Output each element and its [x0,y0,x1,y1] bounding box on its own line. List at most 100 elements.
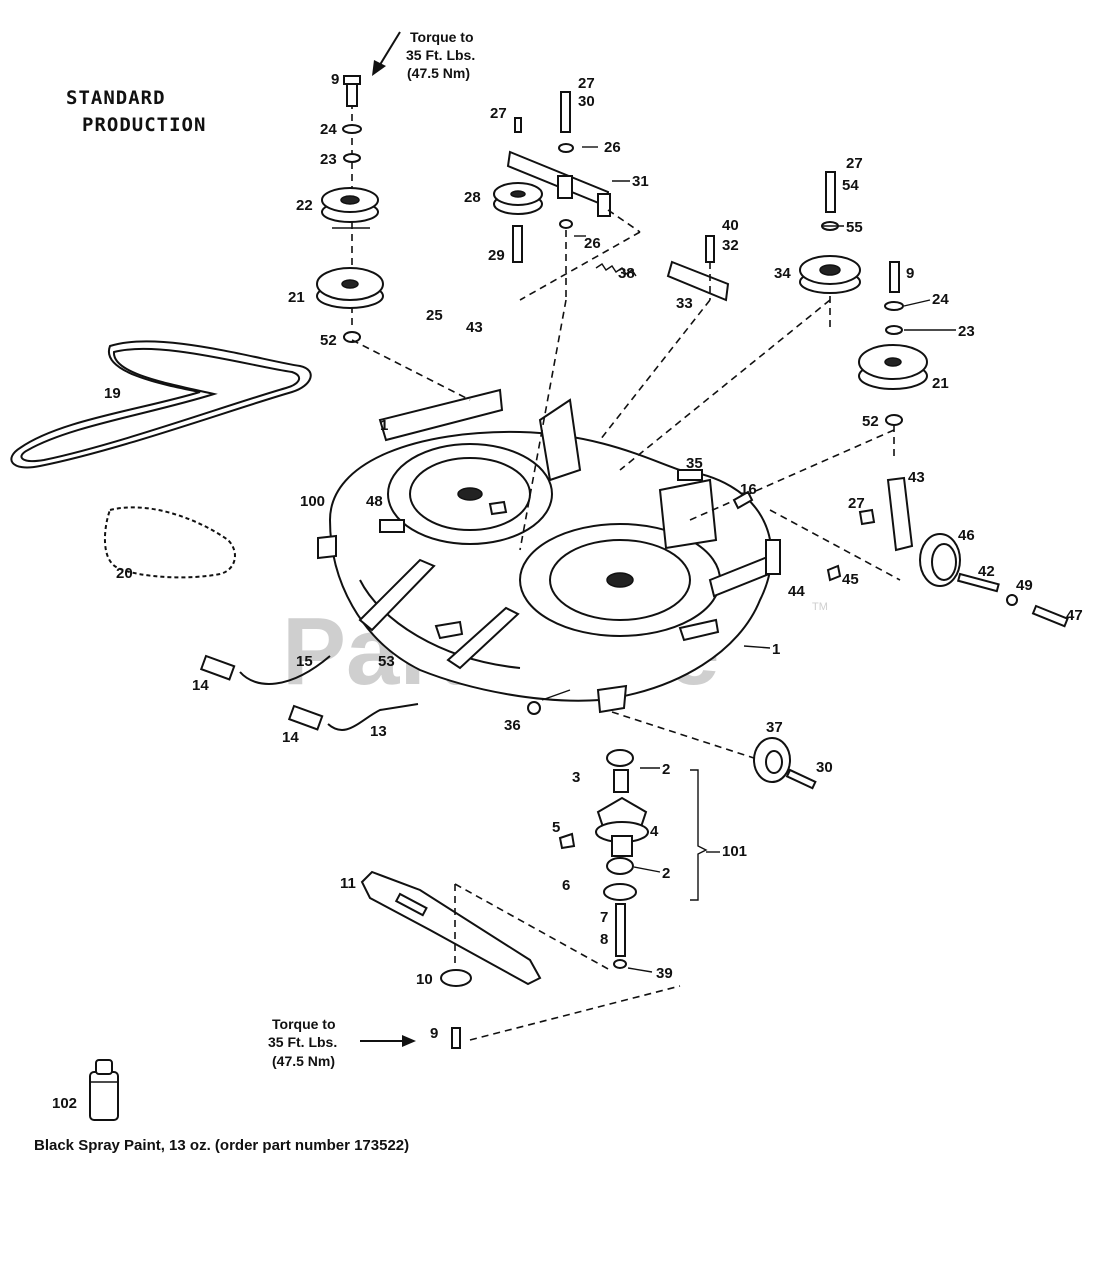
washer-24-right [884,301,904,311]
washer-23-right [885,325,903,335]
spring-38 [595,263,637,277]
bolt-30-arm [560,91,571,133]
callout-14-upper: 14 [192,677,209,694]
torque-top-line-3: (47.5 Nm) [407,65,470,81]
callout-33: 33 [676,295,693,312]
callout-46: 46 [958,527,975,544]
torque-bottom-line-2: 35 Ft. Lbs. [268,1034,337,1050]
watermark-trademark: TM [812,601,828,613]
bolt-47 [1031,604,1069,628]
callout-53: 53 [378,653,395,670]
torque-top-arrow [377,31,401,69]
callout-4: 4 [650,823,659,840]
deck-bracket-right [658,478,718,550]
callout-23-left: 23 [320,151,337,168]
spindle-assembly-101 [558,749,708,969]
callout-34: 34 [774,265,791,282]
callout-102: 102 [52,1095,77,1112]
callout-43-right: 43 [908,469,925,486]
callout-27-top: 27 [578,75,595,92]
callout-16: 16 [740,481,757,498]
callout-43-left: 43 [466,319,483,336]
callout-19: 19 [104,385,121,402]
callout-23-right: 23 [958,323,975,340]
bolt-27-54 [825,171,836,213]
callout-39: 39 [656,965,673,982]
bearing-2-upper [606,749,634,767]
lever-13 [327,703,419,731]
callout-36: 36 [504,717,521,734]
callout-21-left: 21 [288,289,305,306]
callouts: 9 24 23 22 21 52 27 27 30 26 28 31 26 29… [52,71,1083,1112]
callout-42: 42 [978,563,995,580]
callout-2-lower: 2 [662,865,670,882]
callout-1-right: 1 [772,641,780,658]
callout-11: 11 [340,875,356,892]
callout-100: 100 [300,493,325,510]
callout-35: 35 [686,455,703,472]
washer-10 [440,969,472,987]
washer-52-right [885,414,903,426]
bolt-42 [956,572,1000,593]
bolt-9-top-left [346,83,358,107]
spray-paint-caption: Black Spray Paint, 13 oz. (order part nu… [34,1137,409,1154]
grip-14-lower [287,704,324,731]
belt-20 [103,506,236,579]
bolt-29 [512,225,523,263]
idler-arm-assembly [493,91,641,300]
bolt-30-roller [785,768,817,790]
callout-27-right: 27 [846,155,863,172]
washer-52-left [343,331,361,343]
anti-scalp-roller [527,701,817,790]
callout-44: 44 [788,583,805,600]
callout-20: 20 [116,565,133,582]
torque-top-arrowhead [372,60,386,76]
washer-39 [613,959,627,969]
callout-5: 5 [552,819,560,836]
callout-38: 38 [618,265,635,282]
callout-32: 32 [722,237,739,254]
bracket-33-assembly [666,235,730,302]
torque-bottom-line-3: (47.5 Nm) [272,1053,335,1069]
callout-1-left: 1 [380,417,388,434]
callout-52-right: 52 [862,413,879,430]
header-line-2: PRODUCTION [82,114,206,136]
shaft-7-8 [615,903,626,957]
torque-bottom-line-1: Torque to [272,1016,336,1032]
callout-49: 49 [1016,577,1033,594]
callout-9-top: 9 [331,71,339,88]
callout-21-right: 21 [932,375,949,392]
callout-52-left: 52 [320,332,337,349]
callout-30-roller: 30 [816,759,833,776]
callout-29: 29 [488,247,505,264]
callout-3: 3 [572,769,580,786]
pulley-6 [603,883,637,901]
spray-paint-can-102 [89,1059,119,1121]
lever-15 [239,655,331,685]
callout-45: 45 [842,571,859,588]
torque-top-line-2: 35 Ft. Lbs. [406,47,475,63]
callout-24-right: 24 [932,291,949,308]
callout-27-arm: 27 [490,105,507,122]
callout-7: 7 [600,909,608,926]
deck-bracket-left [378,388,504,442]
callout-22: 22 [296,197,313,214]
callout-25: 25 [426,307,443,324]
bolt-27-arm [514,117,522,133]
bolt-40-32 [705,235,715,263]
washer-24-left [342,124,362,134]
right-pulley-stack [799,171,928,460]
deck-link-right [446,606,520,670]
callout-47: 47 [1066,607,1083,624]
grip-14-upper [199,654,236,681]
blade-assembly [360,870,681,1049]
plate-53 [434,620,464,640]
blade-11 [360,870,542,986]
callout-30-top: 30 [578,93,595,110]
nut-36 [527,701,541,715]
callout-54: 54 [842,177,859,194]
callout-26-upper: 26 [604,139,621,156]
torque-note-top: Torque to 35 Ft. Lbs. (47.5 Nm) [372,29,475,81]
callout-6: 6 [562,877,570,894]
